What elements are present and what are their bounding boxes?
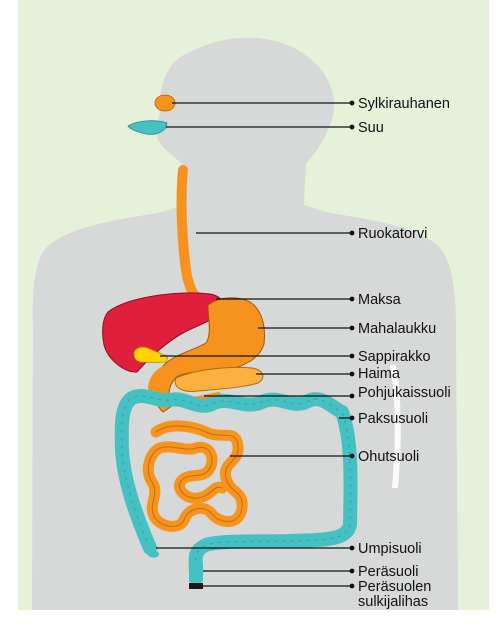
dot-duodenum (350, 394, 355, 399)
dot-esophagus (350, 231, 355, 236)
dot-mouth (350, 125, 355, 130)
dot-appendix (350, 546, 355, 551)
dot-salivary-gland (350, 101, 355, 106)
label-pancreas: Haima (358, 366, 401, 382)
dot-rectum (350, 569, 355, 574)
label-gallbladder: Sappirakko (358, 349, 431, 365)
label-liver: Maksa (358, 292, 402, 308)
dot-anal-sphincter (350, 584, 355, 589)
label-rectum: Peräsuoli (358, 564, 418, 580)
label-stomach: Mahalaukku (358, 321, 436, 337)
label-large-intestine: Paksusuoli (358, 411, 428, 427)
label-anal-sphincter-line1: Peräsuolen (358, 579, 431, 595)
anal-sphincter-shape (189, 583, 203, 589)
label-esophagus: Ruokatorvi (358, 226, 427, 242)
dot-gallbladder (350, 354, 355, 359)
label-small-intestine: Ohutsuoli (358, 449, 419, 465)
dot-liver (350, 297, 355, 302)
label-mouth: Suu (358, 120, 384, 136)
label-salivary-gland: Sylkirauhanen (358, 96, 450, 112)
rectum-shape (189, 560, 203, 583)
label-duodenum: Pohjukaissuoli (358, 385, 451, 401)
label-anal-sphincter-line2: sulkijalihas (358, 594, 428, 610)
label-appendix: Umpisuoli (358, 541, 422, 557)
dot-pancreas (350, 372, 355, 377)
dot-large-intestine (350, 416, 355, 421)
dot-small-intestine (350, 454, 355, 459)
dot-stomach (350, 326, 355, 331)
